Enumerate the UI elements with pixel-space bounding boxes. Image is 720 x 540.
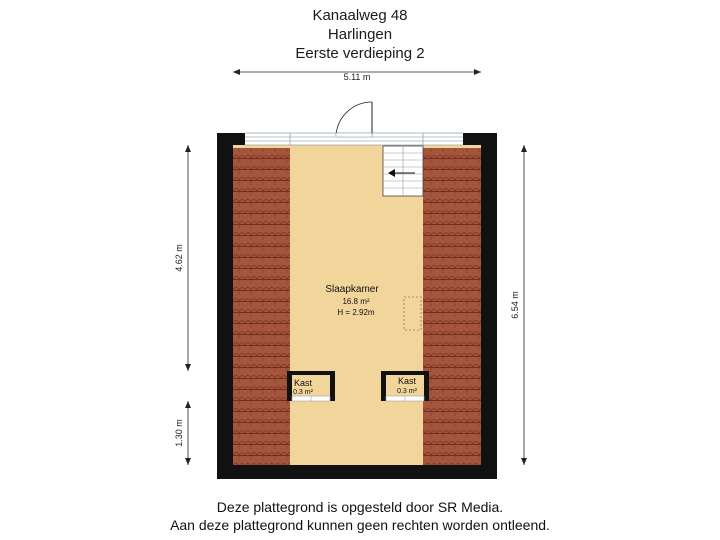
room-name: Slaapkamer	[325, 284, 379, 295]
city-title: Harlingen	[327, 26, 393, 43]
dimension-left-upper	[185, 145, 191, 371]
floor-title: Eerste verdieping 2	[295, 45, 425, 62]
closet-right-area: 0.3 m²	[397, 388, 418, 395]
dimension-left-upper-label: 4.62 m	[174, 244, 184, 272]
disclaimer-line-2: Aan deze plattegrond kunnen geen rechten…	[170, 517, 550, 533]
dimension-width	[233, 69, 481, 75]
staircase	[382, 145, 424, 197]
dimension-left-lower-label: 1.30 m	[174, 419, 184, 447]
dimension-left-lower	[185, 401, 191, 465]
closet-left	[287, 371, 335, 402]
closet-right-name: Kast	[398, 376, 417, 386]
hatch-outline	[403, 296, 422, 331]
disclaimer-line-1: Deze plattegrond is opgesteld door SR Me…	[216, 499, 504, 515]
closet-right	[381, 371, 429, 402]
room-height: H = 2.92m	[337, 308, 374, 317]
room-area: 16.8 m²	[342, 297, 369, 306]
closet-left-name: Kast	[294, 378, 313, 388]
roof-slope-right	[423, 148, 481, 465]
dimension-right-total-label: 6.54 m	[510, 291, 520, 319]
address-title: Kanaalweg 48	[312, 7, 408, 24]
dimension-width-label: 5.11 m	[344, 72, 371, 82]
roof-slope-left	[233, 148, 290, 465]
door-swing	[335, 101, 373, 138]
top-window-strip	[245, 132, 463, 146]
closet-left-area: 0.3 m²	[293, 389, 314, 396]
title-block: Kanaalweg 48 Harlingen Eerste verdieping…	[0, 6, 720, 63]
dimension-right-total	[521, 145, 527, 465]
disclaimer: Deze plattegrond is opgesteld door SR Me…	[0, 498, 720, 534]
